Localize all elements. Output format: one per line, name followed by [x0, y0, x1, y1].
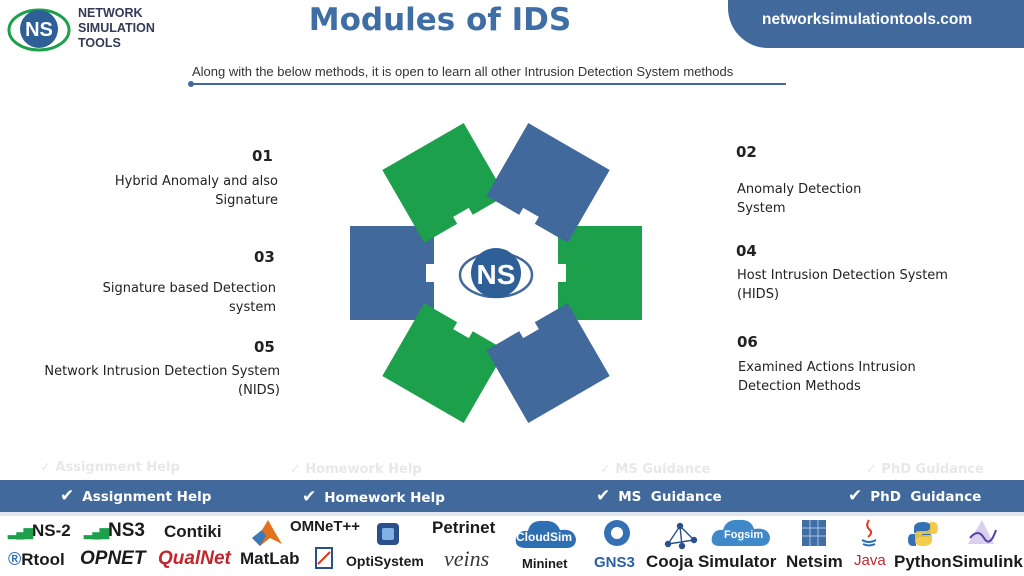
- tool-omnet[interactable]: OMNeT++: [290, 518, 361, 535]
- logo-mark: NS: [25, 19, 53, 41]
- optisystem-icon: [315, 547, 333, 569]
- python-icon: [908, 522, 938, 546]
- logo-line-2: SIMULATION: [78, 21, 155, 35]
- tool-optisystem[interactable]: OptiSystem: [346, 553, 424, 569]
- service-homework-help[interactable]: ✔Homework Help: [302, 487, 445, 507]
- tool-contiki[interactable]: Contiki: [164, 522, 222, 541]
- module-01-number: 01: [252, 147, 273, 165]
- modules-diagram: NS: [350, 123, 642, 423]
- tool-petrinet[interactable]: Petrinet: [432, 518, 496, 537]
- module-05-number: 05: [254, 338, 275, 356]
- tool-matlab[interactable]: MatLab: [240, 549, 300, 568]
- tool-ns3[interactable]: ▂▄▆NS3: [84, 520, 145, 541]
- fog-cloud-icon: [711, 519, 770, 546]
- ns-logo-icon: NS: [7, 8, 71, 52]
- check-icon: ✔: [596, 486, 611, 506]
- gns3-icon: [604, 520, 630, 546]
- service-phd-guidance[interactable]: ✔PhD Guidance: [848, 486, 982, 506]
- signal-icon: ▂▄▆: [84, 525, 109, 539]
- services-bar: ✔Assignment Help ✔Homework Help ✔MS Guid…: [0, 480, 1024, 512]
- tool-cloudsim[interactable]: CloudSim: [516, 530, 572, 544]
- service-ms-guidance[interactable]: ✔MS Guidance: [596, 486, 722, 506]
- subtitle-underline: [190, 83, 786, 85]
- ghost-assignment: ✓ Assignment Help: [40, 460, 180, 475]
- subtitle-dot: [188, 81, 194, 87]
- tool-opnet[interactable]: OPNET: [80, 548, 146, 569]
- tools-strip: ▂▄▆NS-2 ▂▄▆NS3 Contiki OMNeT++ Petrinet …: [0, 516, 1024, 576]
- tool-java[interactable]: Java: [854, 552, 886, 569]
- services-reflection: ✓ Assignment Help ✓ Homework Help ✓ MS G…: [0, 458, 1024, 480]
- website-tab: [728, 0, 1024, 48]
- website-link[interactable]: networksimulationtools.com: [762, 11, 973, 28]
- check-icon: ✔: [60, 486, 75, 506]
- tool-cooja-simulator[interactable]: Cooja Simulator: [646, 552, 777, 571]
- logo-wordmark: NETWORK SIMULATION TOOLS: [78, 6, 155, 51]
- tool-netsim[interactable]: Netsim: [786, 552, 843, 571]
- logo-line-1: NETWORK: [78, 6, 143, 20]
- page-subtitle: Along with the below methods, it is open…: [192, 64, 734, 79]
- module-04-label: Host Intrusion Detection System(HIDS): [737, 268, 948, 302]
- check-icon: ✔: [302, 487, 317, 507]
- tool-simulink[interactable]: Simulink: [952, 552, 1023, 571]
- tool-ns2[interactable]: ▂▄▆NS-2: [8, 521, 71, 540]
- center-logo-text: NS: [477, 259, 516, 290]
- tool-gns3[interactable]: GNS3: [594, 554, 635, 571]
- network-icon: [664, 522, 698, 550]
- center-ns-logo: NS: [458, 243, 534, 303]
- ghost-phd: ✓ PhD Guidance: [866, 462, 984, 477]
- divider: [0, 512, 1024, 516]
- tool-mininet[interactable]: Mininet: [522, 556, 568, 571]
- brand-logo[interactable]: NS NETWORK SIMULATION TOOLS: [6, 4, 176, 56]
- tool-qualnet[interactable]: QualNet: [158, 548, 231, 569]
- ghost-ms: ✓ MS Guidance: [600, 462, 711, 477]
- tool-fogsim[interactable]: Fogsim: [724, 529, 764, 541]
- module-06-number: 06: [737, 333, 758, 351]
- tool-veins[interactable]: veins: [444, 546, 490, 571]
- matlab-icon: [252, 520, 282, 546]
- ghost-homework: ✓ Homework Help: [290, 462, 422, 477]
- module-04-number: 04: [736, 242, 757, 260]
- omnet-icon: [377, 523, 399, 545]
- logo-line-3: TOOLS: [78, 36, 121, 50]
- page-title: Modules of IDS: [308, 2, 572, 38]
- check-icon: ✔: [848, 486, 863, 506]
- r-icon: ®: [8, 549, 22, 569]
- service-assignment-help[interactable]: ✔Assignment Help: [60, 486, 212, 506]
- simulink-icon: [968, 520, 997, 544]
- tool-rtool[interactable]: ®Rtool: [8, 549, 65, 569]
- signal-icon: ▂▄▆: [8, 525, 33, 539]
- netsim-icon: [802, 520, 826, 546]
- module-03-number: 03: [254, 248, 275, 266]
- tool-python[interactable]: Python: [894, 552, 952, 571]
- cloud-icon: [515, 520, 576, 548]
- module-05-label: Network Intrusion Detection System(NIDS): [44, 364, 280, 398]
- java-icon: [861, 519, 877, 547]
- module-02-number: 02: [736, 143, 757, 161]
